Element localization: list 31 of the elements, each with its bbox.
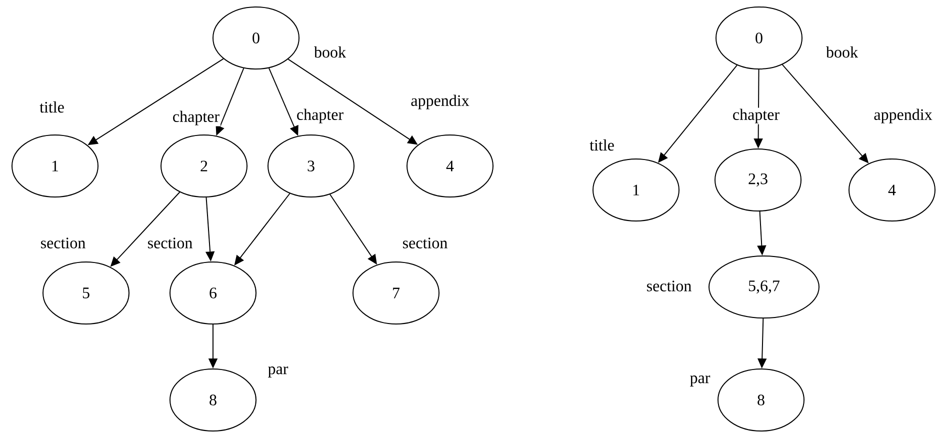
- edge-label: appendix: [872, 108, 934, 124]
- edge-label: section: [645, 280, 693, 292]
- tree-node: 3: [268, 134, 354, 198]
- node-label: book: [826, 46, 858, 58]
- tree-node: 8: [170, 368, 256, 432]
- edge-label: title: [588, 138, 616, 152]
- edge-label: section: [146, 236, 194, 250]
- edge-label: chapter: [171, 110, 221, 126]
- tree-node: 2,3: [714, 148, 802, 212]
- tree-node: 5,6,7: [708, 256, 820, 318]
- edge-label: par: [688, 374, 712, 388]
- tree-node: 4: [406, 134, 494, 198]
- tree-node: 0: [716, 6, 803, 70]
- tree-node: 4: [848, 158, 936, 222]
- edge-label: chapter: [295, 108, 345, 124]
- tree-node: 1: [12, 134, 98, 198]
- tree-node: 7: [352, 262, 440, 324]
- edge-label: section: [401, 236, 449, 250]
- node-label: book: [314, 46, 346, 58]
- tree-node: 6: [170, 262, 256, 324]
- edge-label: chapter: [731, 108, 781, 124]
- tree-node: 5: [42, 262, 130, 324]
- edge-label: section: [39, 236, 87, 250]
- edge-label: appendix: [410, 94, 470, 110]
- tree-node: 0: [212, 6, 300, 70]
- tree-node: 1: [592, 158, 680, 222]
- edge-label: par: [266, 366, 290, 378]
- tree-node: 8: [718, 368, 804, 432]
- tree-node: 2: [160, 134, 248, 198]
- edge-label: title: [38, 100, 66, 114]
- arrow: [234, 193, 290, 266]
